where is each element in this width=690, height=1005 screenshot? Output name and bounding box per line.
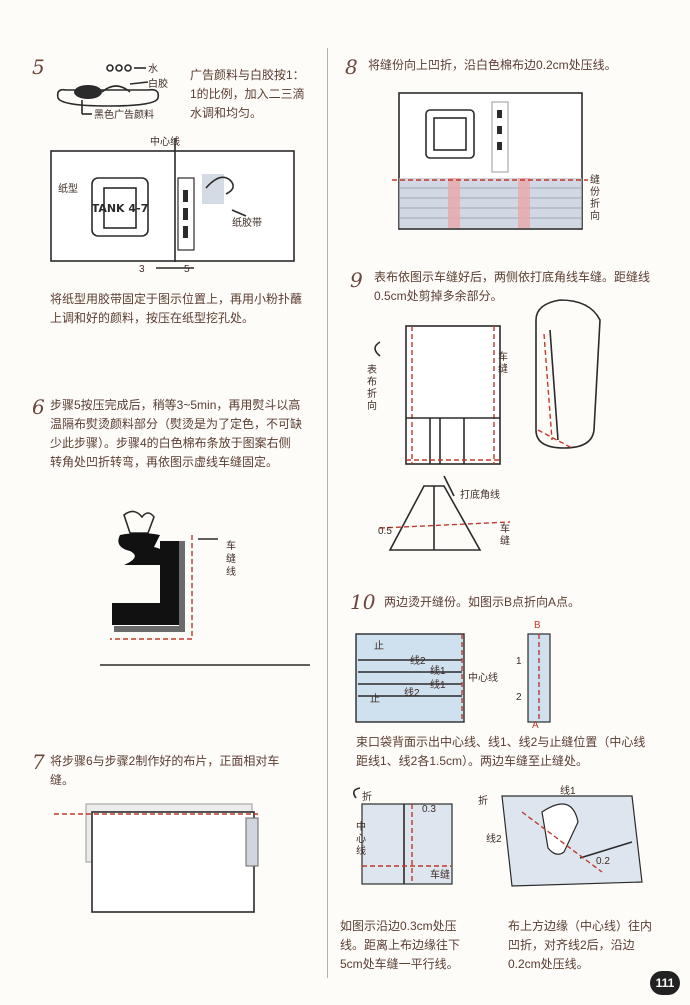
step-10-caption: 束口袋背面示出中心线、线1、线2与止缝位置（中心线距线1、线2各1.5cm）。两… [356, 735, 646, 768]
step-7-body: 将步骤6与步骤2制作好的布片，正面相对车缝。 [50, 754, 280, 787]
num-2-label: 2 [516, 692, 522, 703]
topstitch-right-illustration [501, 795, 643, 887]
sew-line-label-10: 车缝 [430, 870, 450, 881]
center-line-label-10: 中心线 [468, 673, 498, 684]
step-7-number: 7 [32, 750, 45, 774]
step-6-number: 6 [32, 395, 45, 419]
fabric-fold-label: 表布折向 [367, 365, 377, 412]
point-a-label: A [532, 720, 539, 731]
center-line-label-left: 中心线 [356, 822, 366, 857]
stop-label-1: 止 [374, 641, 384, 652]
corner-line-label: 打底角线 [460, 490, 500, 501]
dim-02-label: 0.2 [596, 856, 610, 867]
fold-label-right: 折 [478, 796, 488, 807]
step-10-number: 10 [350, 590, 376, 614]
back-panel-lines-illustration [355, 633, 551, 723]
line1-label-a: 线1 [430, 666, 446, 677]
sew-label-top: 车缝 [498, 352, 508, 375]
line1-label-right: 线1 [560, 786, 576, 797]
caption-left: 如图示沿边0.3cm处压线。距离上布边缘往下5cm处车缝一平行线。 [340, 919, 461, 971]
fold-label-left: 折 [362, 792, 372, 803]
stop-label-2: 止 [370, 694, 380, 705]
dim-05-label: 0.5 [378, 526, 392, 537]
sewn-panels-illustration [54, 803, 259, 913]
paper-tape-label: 纸胶带 [232, 218, 262, 229]
paint-mixing-illustration [56, 64, 160, 115]
line2-label-a: 线2 [410, 656, 426, 667]
caption-right: 布上方边缘（中心线）往内凹折，对齐线2后，沿边0.2cm处压线。 [508, 919, 653, 971]
line2-label-b: 线2 [404, 688, 420, 699]
topstitch-left-illustration [352, 787, 453, 885]
legend-paint: 黑色广告颜料 [94, 110, 154, 121]
paper-pattern-label: 纸型 [58, 184, 78, 195]
step-5-body: 将纸型用胶带固定于图示位置上，再用小粉扑蘸上调和好的颜料，按压在纸型挖孔处。 [50, 292, 303, 325]
legend-water: 水 [148, 64, 158, 75]
step-5-number: 5 [32, 55, 45, 79]
num-1-label: 1 [516, 656, 522, 667]
step-9-body: 表布依图示车缝好后，两侧依打底角线车缝。距缝线0.5cm处剪掉多余部分。 [374, 270, 651, 303]
step-5-mix-text: 广告颜料与白胶按1：1的比例，加入二三滴水调和均匀。 [190, 68, 305, 120]
column-divider [327, 48, 328, 978]
step-9-number: 9 [350, 268, 363, 292]
sew-line-label: 车缝线 [226, 541, 236, 578]
line1-label-b: 线1 [430, 680, 446, 691]
line2-label-right: 线2 [486, 834, 502, 845]
step-10-body: 两边烫开缝份。如图示B点折向A点。 [384, 595, 581, 609]
step-8-number: 8 [345, 55, 358, 79]
center-line-label: 中心线 [150, 137, 180, 148]
step-8-body: 将缝份向上凹折，沿白色棉布边0.2cm处压线。 [368, 58, 617, 72]
legend-glue: 白胶 [148, 79, 168, 90]
corner-sew-illustration [374, 299, 601, 551]
fold-seam-illustration [392, 92, 588, 230]
dim-5-label: 5 [184, 264, 190, 275]
step-6-body: 步骤5按压完成后，稍等3~5min，再用熨斗以高温隔布熨烫颜料部分（熨烫是为了定… [50, 398, 303, 469]
page-number: 111 [650, 971, 680, 995]
fold-direction-label: 缝份折向 [590, 175, 600, 222]
point-b-label: B [534, 620, 541, 631]
dim-03-label: 0.3 [422, 804, 436, 815]
dim-3-label: 3 [139, 264, 145, 275]
sew-label-bottom: 车缝 [500, 524, 510, 547]
stencil-diagram: TANK 4-7 [50, 138, 295, 269]
stencil-text: TANK 4-7 [92, 202, 149, 215]
corner-fold-illustration [100, 510, 310, 666]
